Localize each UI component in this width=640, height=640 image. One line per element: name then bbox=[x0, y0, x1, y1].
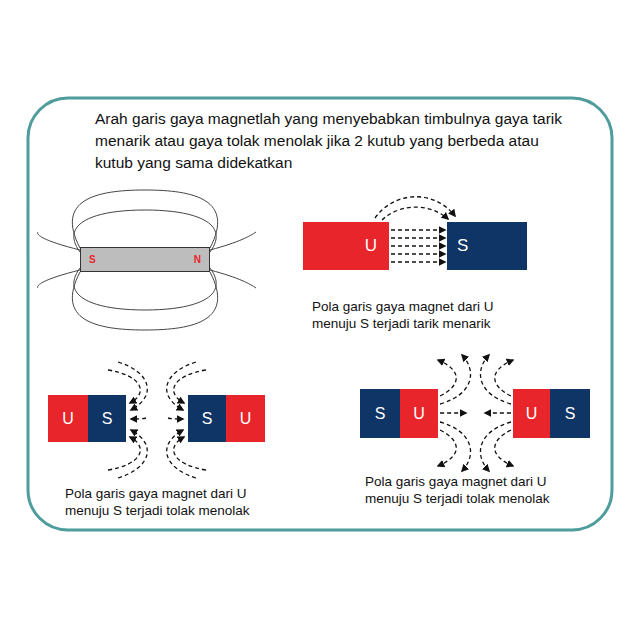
frame bbox=[28, 98, 612, 530]
south-pole: S bbox=[360, 389, 400, 438]
pole-letter: N bbox=[194, 254, 201, 265]
field-arrow bbox=[391, 261, 445, 262]
north-pole: U bbox=[303, 222, 389, 270]
south-pole: S bbox=[447, 222, 527, 270]
pole-letter: U bbox=[526, 405, 538, 423]
caption: Pola garis gaya magnet dari U menuju S t… bbox=[312, 298, 537, 332]
pole-letter: S bbox=[102, 410, 113, 428]
pole-letter: S bbox=[565, 405, 576, 423]
south-pole: S bbox=[550, 389, 590, 438]
pole-letter: U bbox=[413, 405, 425, 423]
south-pole: S bbox=[188, 395, 226, 442]
pole-letter: S bbox=[202, 410, 213, 428]
caption: Pola garis gaya magnet dari U menuju S t… bbox=[65, 485, 290, 519]
north-pole: U bbox=[513, 389, 550, 438]
north-pole: U bbox=[48, 395, 88, 442]
field-lines bbox=[38, 190, 256, 330]
caption: Pola garis gaya magnet dari U menuju S t… bbox=[365, 473, 590, 507]
field-arcs bbox=[375, 197, 455, 220]
bar-magnet: SN bbox=[80, 247, 210, 272]
pole-letter: S bbox=[375, 405, 386, 423]
north-pole: U bbox=[400, 389, 438, 438]
field-arrow bbox=[391, 237, 445, 238]
title: Arah garis gaya magnetlah yang menyebabk… bbox=[95, 108, 573, 174]
field-arrow bbox=[391, 253, 445, 254]
south-pole: S bbox=[88, 395, 126, 442]
field-lines-repel bbox=[438, 355, 513, 471]
north-pole: U bbox=[226, 395, 265, 442]
pole-letter: U bbox=[365, 236, 377, 256]
field-arrow bbox=[391, 229, 445, 230]
pole-letter: U bbox=[62, 410, 74, 428]
pole-letter: S bbox=[457, 236, 468, 256]
pole-letter: S bbox=[89, 254, 96, 265]
field-arrow bbox=[391, 245, 445, 246]
pole-letter: U bbox=[240, 410, 252, 428]
